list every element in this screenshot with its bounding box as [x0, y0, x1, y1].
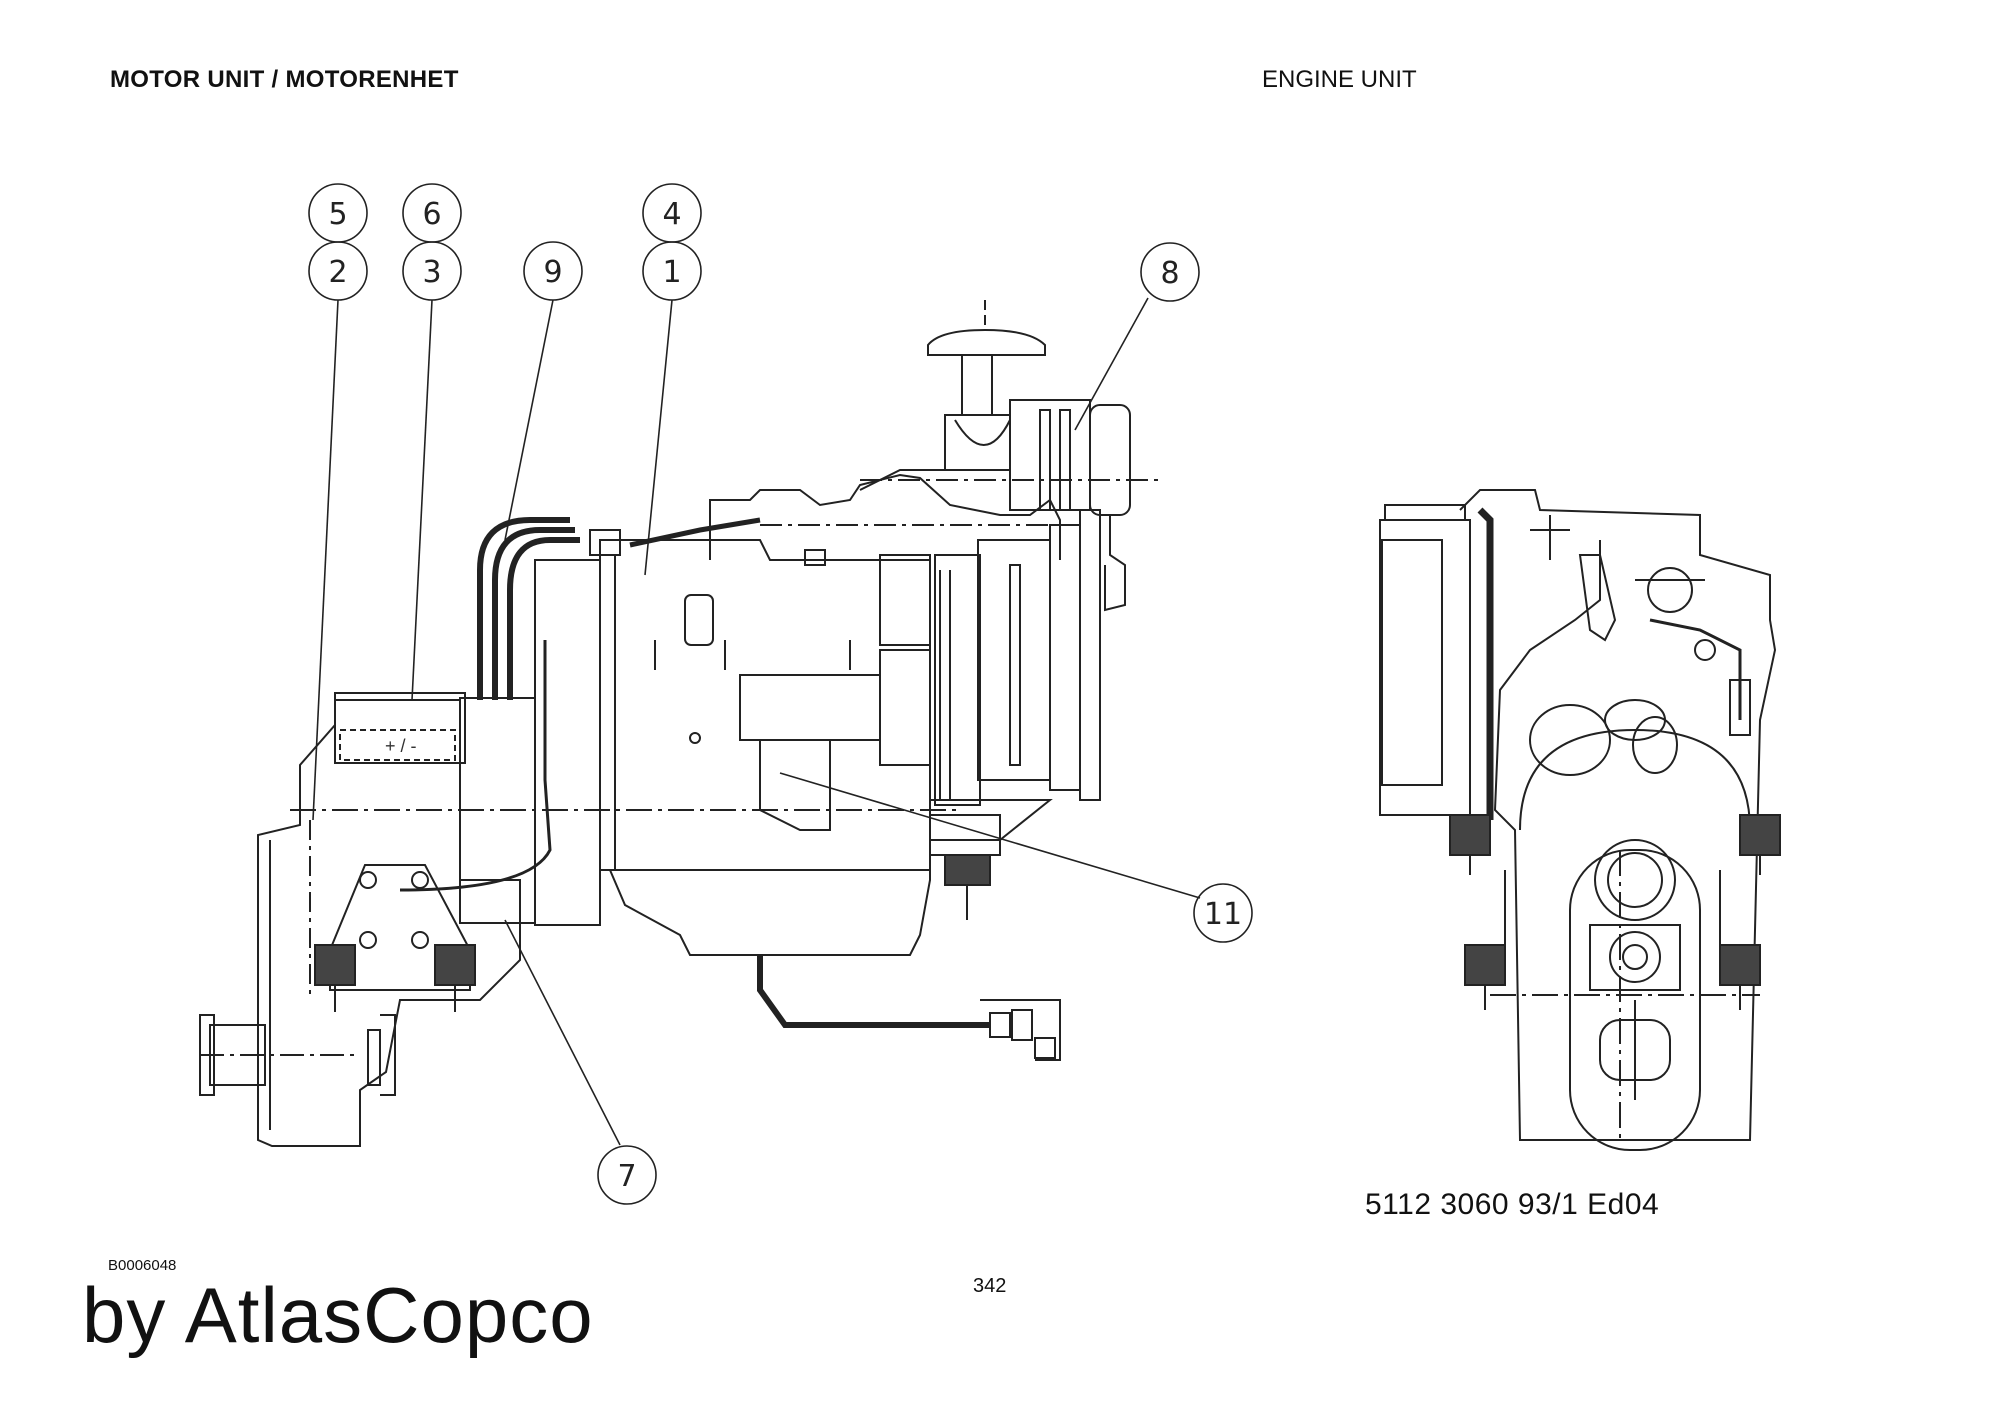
callout-3: 3	[422, 255, 441, 290]
callout-5: 5	[328, 197, 347, 232]
coolant-hoses	[477, 517, 580, 700]
callout-7: 7	[617, 1159, 636, 1194]
front-view	[1379, 489, 1781, 1151]
front-pulleys	[879, 554, 981, 806]
page-number: 342	[973, 1275, 1007, 1297]
side-view: + / -	[199, 300, 1160, 1147]
engine-mount-right	[929, 814, 1001, 920]
callout-8-circle	[1140, 242, 1200, 302]
callout-9: 9	[543, 255, 562, 290]
callout-8: 8	[1160, 256, 1179, 291]
callout-6: 6	[422, 197, 441, 232]
callout-11: 11	[1204, 897, 1242, 932]
callout-circles	[308, 183, 1253, 1205]
engine-mount-left	[309, 820, 476, 1012]
front-mounts	[1449, 814, 1781, 1010]
starter-motor: + / -	[334, 692, 466, 764]
section-title: ENGINE UNIT	[1262, 66, 1417, 93]
coupling-flange	[199, 1014, 396, 1096]
oil-sump	[609, 869, 931, 956]
leader-lines	[312, 297, 1201, 1146]
alternator-bracket	[1649, 618, 1742, 720]
callout-4: 4	[662, 197, 681, 232]
callout-1-circle	[642, 241, 702, 301]
drawing-number: 5112 3060 93/1 Ed04	[1365, 1188, 1660, 1221]
oil-drain-hose	[757, 955, 1061, 1061]
callout-11-circle	[1193, 883, 1253, 943]
cylinder-head	[589, 473, 1061, 566]
callout-labels: 5 6 4 2 3 9 1 8 11 7	[328, 197, 1242, 1194]
svg-text:+ / -: + / -	[385, 736, 417, 756]
expansion-tank	[1379, 519, 1471, 816]
engine-front-outline	[1459, 489, 1777, 1141]
callout-2-circle	[308, 241, 368, 301]
callout-7-circle	[597, 1145, 657, 1205]
wiring-harness	[399, 640, 552, 892]
callout-9-circle	[523, 241, 583, 301]
callout-1: 1	[662, 255, 681, 290]
callout-2: 2	[328, 255, 347, 290]
brand-watermark: by AtlasCopco	[82, 1271, 594, 1359]
page-title: MOTOR UNIT / MOTORENHET	[110, 66, 459, 93]
callout-3-circle	[402, 241, 462, 301]
radiator	[929, 509, 1101, 841]
air-filter	[859, 300, 1160, 612]
reference-code: B0006048	[108, 1257, 177, 1274]
